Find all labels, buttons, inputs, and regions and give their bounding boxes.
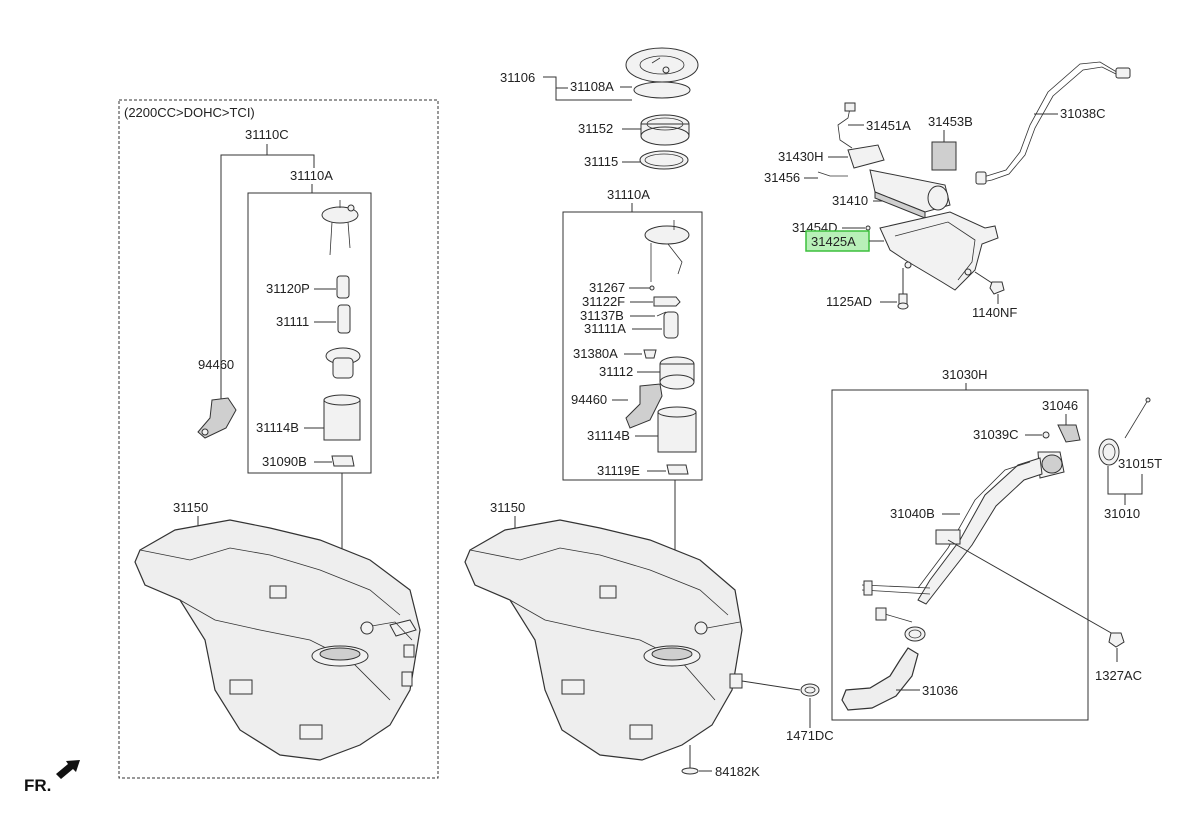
filler-panel: 31030H 31046 31039C 31015T 31010: [831, 367, 1162, 721]
label-94460-center[interactable]: 94460: [571, 392, 607, 407]
filler-neck-31040B: [861, 451, 1065, 642]
label-31046[interactable]: 31046: [1042, 398, 1078, 413]
label-31410[interactable]: 31410: [832, 193, 868, 208]
bracket-31425A: [879, 211, 999, 291]
label-31267[interactable]: 31267: [589, 280, 625, 295]
nut-1140NF: [989, 281, 1005, 295]
front-arrow-icon: [56, 760, 80, 779]
canister-group: 31451A 31453B 31038C 31430H 31456 31410 …: [764, 61, 1131, 320]
drain-plug-84182K: [681, 767, 699, 775]
left-pump-assembly-box: [247, 192, 372, 474]
label-84182K[interactable]: 84182K: [715, 764, 760, 779]
label-31453B[interactable]: 31453B: [928, 114, 973, 129]
label-94460-left[interactable]: 94460: [198, 357, 234, 372]
lock-ring-31152: [640, 114, 690, 146]
label-31108A[interactable]: 31108A: [570, 79, 614, 94]
label-31137B[interactable]: 31137B: [580, 308, 624, 323]
label-1140NF[interactable]: 1140NF: [972, 305, 1017, 320]
label-31119E[interactable]: 31119E: [597, 463, 640, 478]
label-1327AC[interactable]: 1327AC: [1095, 668, 1142, 683]
jet-pump-left: [331, 455, 355, 467]
label-31456[interactable]: 31456: [764, 170, 800, 185]
fuel-pump-motor-center: [663, 311, 679, 339]
left-panel-border: [118, 99, 439, 779]
label-31015T[interactable]: 31015T: [1118, 456, 1162, 471]
bracket-31046: [1057, 424, 1081, 443]
reservoir-cup-left: [323, 399, 361, 441]
label-31039C[interactable]: 31039C: [973, 427, 1019, 442]
bolt-1125AD: [897, 293, 909, 310]
label-31380A[interactable]: 31380A: [573, 346, 618, 361]
filler-neck-box: [831, 389, 1089, 721]
label-31120P[interactable]: 31120P: [266, 281, 310, 296]
label-31111A[interactable]: 31111A: [584, 321, 626, 336]
label-31110C-left[interactable]: 31110C: [245, 127, 289, 142]
sender-assembly-center: [625, 383, 663, 429]
reservoir-cup-center: [657, 406, 697, 453]
label-31090B[interactable]: 31090B: [262, 454, 307, 469]
center-pump-flange: [644, 220, 690, 282]
fuel-filter-31112: [659, 356, 695, 390]
label-31122F[interactable]: 31122F: [582, 294, 625, 309]
fuel-tank-left: [134, 519, 421, 761]
label-31115[interactable]: 31115: [584, 154, 618, 169]
label-31430H[interactable]: 31430H: [778, 149, 824, 164]
label-31030H[interactable]: 31030H: [942, 367, 988, 382]
center-panel: 31106 31108A 31152 31115 31110A: [464, 47, 834, 779]
label-31106[interactable]: 31106: [500, 70, 535, 85]
fuel-cap-31015T: [1098, 397, 1151, 466]
hose-31036: [841, 647, 919, 711]
label-31150-left[interactable]: 31150: [173, 500, 208, 515]
label-31425A[interactable]: 31425A: [811, 234, 856, 249]
canister-31410: [869, 169, 951, 219]
fuel-filter-left: [325, 347, 361, 379]
label-31036[interactable]: 31036: [922, 683, 958, 698]
label-31038C[interactable]: 31038C: [1060, 106, 1106, 121]
vapor-hose-31451A: [837, 107, 853, 149]
hose-clamp-1471DC: [800, 683, 820, 697]
center-pump-assembly-box: [562, 211, 703, 481]
label-31152[interactable]: 31152: [578, 121, 613, 136]
label-1471DC[interactable]: 1471DC: [786, 728, 834, 743]
left-panel: (2200CC>DOHC>TCI) 31110C 31110A 31120P 3…: [118, 99, 439, 779]
label-31110A-center[interactable]: 31110A: [607, 187, 650, 202]
valve-31430H: [847, 144, 885, 169]
filter-31453B: [931, 141, 957, 171]
left-pump-flange: [321, 200, 359, 256]
label-31112[interactable]: 31112: [599, 364, 633, 379]
front-label: FR.: [24, 776, 51, 795]
label-31114B-center[interactable]: 31114B: [587, 428, 630, 443]
vapor-line-31038C: [979, 61, 1121, 179]
label-1125AD[interactable]: 1125AD: [826, 294, 872, 309]
sender-assembly-left: [197, 397, 237, 439]
label-31040B[interactable]: 31040B: [890, 506, 935, 521]
label-31110A-left[interactable]: 31110A: [290, 168, 333, 183]
label-31451A[interactable]: 31451A: [866, 118, 911, 133]
fuel-pump-motor-left: [337, 304, 351, 334]
bolt-1327AC: [1108, 632, 1125, 648]
fuel-pressure-regulator: [336, 275, 350, 299]
sub-cover-31106: [625, 47, 699, 99]
label-31114B-left[interactable]: 31114B: [256, 420, 299, 435]
fuel-filter-31122F: [653, 296, 681, 307]
label-31150-center[interactable]: 31150: [490, 500, 525, 515]
fuel-tank-center: [464, 519, 743, 761]
label-31111-left[interactable]: 31111: [276, 314, 309, 329]
label-31010[interactable]: 31010: [1104, 506, 1140, 521]
left-variant-note: (2200CC>DOHC>TCI): [124, 105, 255, 120]
front-indicator: FR.: [24, 760, 80, 795]
